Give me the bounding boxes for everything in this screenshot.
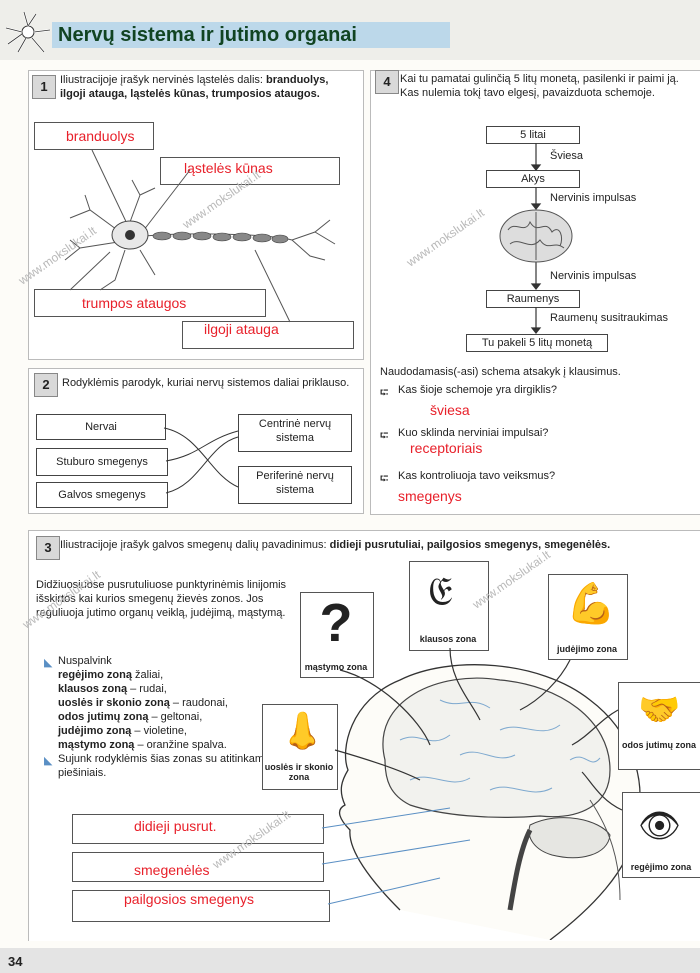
task2-item-spinal-cord[interactable]: Stuburo smegenys [36,448,168,476]
schema-impulse-label-1: Nervinis impulsas [550,192,637,204]
movement-zone-label: judėjimo zona [556,644,617,654]
handshake-icon: 🤝 [638,691,681,729]
brain-part-pointer-lines [321,807,471,905]
task3-color-instructions: Nuspalvink regėjimo zoną žaliai, klausos… [58,655,279,779]
task4-intro: Naudodamasis(-asi) schema atsakyk į klau… [380,366,621,378]
question2-answer: receptoriais [410,440,483,456]
question3-icon: ⮓ [380,473,389,485]
brain-part-field-1[interactable] [72,814,324,844]
thinking-zone-label: mąstymo zona [304,662,368,672]
answer-cerebral-hemispheres: didieji pusrut. [134,818,217,834]
question-mark-icon: ? [319,593,353,653]
vision-zone-picture [622,792,700,878]
vision-zone-label: regėjimo zona [630,862,692,872]
flexed-arm-icon: 💪 [566,582,616,626]
answer-short-processes: trumpos ataugos [82,295,187,311]
hearing-zone-picture [409,561,489,651]
task1-nucleus-field[interactable] [34,122,154,150]
schema-eyes-box: Akys [486,170,580,188]
task2-connector-arrows [163,427,239,494]
task2-number: 2 [34,373,58,397]
neuron-illustration [64,149,336,323]
answer-nucleus: branduolys [66,128,135,144]
schema-contraction-label: Raumenų susitraukimas [550,312,668,324]
question1-text: Kas šioje schemoje yra dirgiklis? [398,384,557,396]
bullet-icon-1: ◣ [44,657,53,669]
schema-arrows-and-brain [499,143,573,334]
schema-result-box: Tu pakeli 5 litų monetą [466,334,608,352]
answer-cerebellum: smegenėlės [134,862,210,878]
zone-connector-arrows [334,647,623,811]
question1-icon: ⮓ [380,387,389,399]
task1-long-field[interactable] [182,321,354,349]
neuron-logo-icon [5,11,51,53]
page-title: Nervų sistema ir jutimo organai [52,22,450,48]
nose-lips-icon: 👃 [280,710,325,751]
smell-taste-zone-label: uoslės ir skonio zona [264,762,334,782]
task3-text: Iliustracijoje įrašyk galvos smegenų dal… [60,539,611,551]
eye-icon: 👁 [638,807,682,845]
task4-text: Kai tu pamatai gulinčią 5 litų monetą, p… [400,73,679,99]
hearing-zone-label: klausos zona [419,634,477,644]
task1-short-field[interactable] [34,289,266,317]
bullet-icon-2: ◣ [44,755,53,767]
task3-description: Didžiuosiuose pusrutuliuose punktyrinėmi… [36,579,287,619]
skin-zone-label: odos jutimų zona [622,740,696,750]
task1-number: 1 [32,75,56,99]
brain-part-field-3[interactable] [72,890,330,922]
task4-number: 4 [375,70,399,94]
task1-text: Iliustracijoje įrašyk nervinės ląstelės … [60,74,329,100]
task1-cellbody-field[interactable] [160,157,340,185]
task2-item-nerves[interactable]: Nervai [36,414,166,440]
answer-long-process: ilgoji atauga [204,321,279,337]
thinking-zone-picture [300,592,374,678]
question3-text: Kas kontroliuoja tavo veiksmus? [398,470,556,482]
ear-icon: 𝔈 [428,570,453,614]
question2-icon: ⮓ [380,430,389,442]
task3-number: 3 [36,536,60,560]
brain-part-field-2[interactable] [72,852,324,882]
answer-medulla: pailgosios smegenys [124,891,254,907]
movement-zone-picture [548,574,628,660]
question3-answer: smegenys [398,488,462,504]
task2-peripheral-nervous-system[interactable]: Periferinė nervų sistema [238,466,352,504]
task2-item-brain[interactable]: Galvos smegenys [36,482,168,508]
task2-central-nervous-system[interactable]: Centrinė nervų sistema [238,414,352,452]
smell-taste-zone-picture [262,704,338,790]
schema-impulse-label-2: Nervinis impulsas [550,270,637,282]
schema-muscles-box: Raumenys [486,290,580,308]
task2-text: Rodyklėmis parodyk, kuriai nervų sistemo… [62,377,350,389]
page-footer [0,948,700,973]
question2-text: Kuo sklinda nerviniai impulsai? [398,427,549,439]
skin-zone-picture [618,682,700,770]
page-number: 34 [8,954,23,969]
schema-light-label: Šviesa [550,150,584,162]
schema-coin-box: 5 litai [486,126,580,144]
question1-answer: šviesa [430,402,470,418]
answer-cell-body: ląstelės kūnas [184,160,273,176]
